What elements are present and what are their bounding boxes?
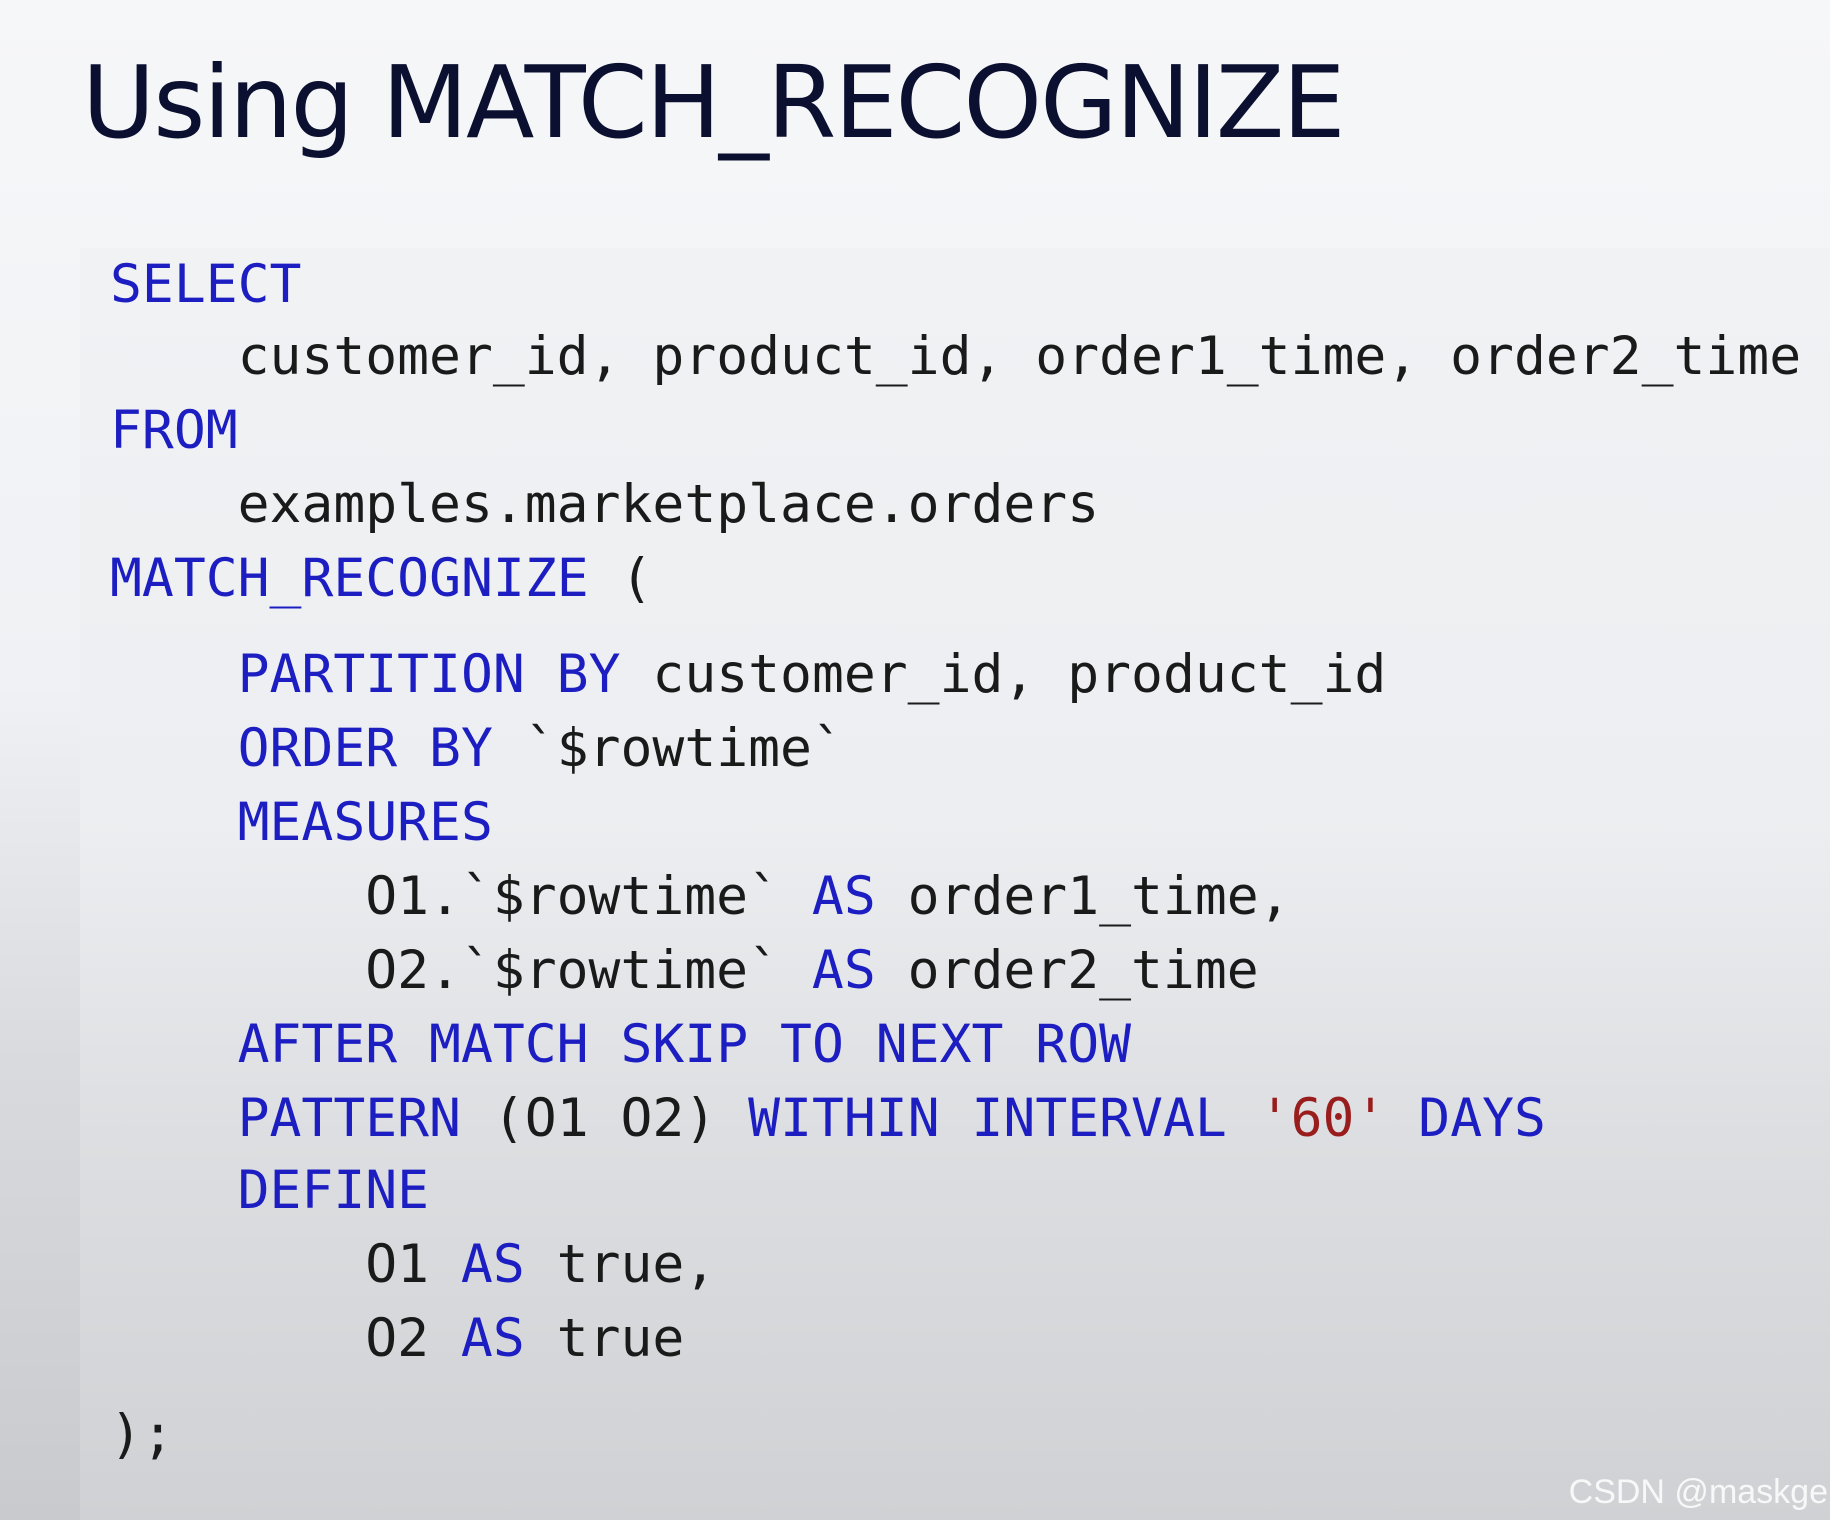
code-line: DEFINE <box>238 1154 429 1228</box>
sql-text: O1.`$rowtime` <box>365 866 812 927</box>
sql-keyword: AS <box>811 940 876 1001</box>
sql-keyword: FROM <box>110 400 238 461</box>
sql-string: '60' <box>1258 1088 1387 1149</box>
sql-text: `$rowtime` <box>492 718 844 779</box>
sql-text <box>1227 1088 1259 1149</box>
code-line: FROM <box>110 394 238 468</box>
code-line: customer_id, product_id, order1_time, or… <box>238 320 1802 394</box>
code-line: O1 AS true, <box>365 1228 716 1302</box>
sql-keyword: AS <box>460 1308 525 1369</box>
code-line: PATTERN (O1 O2) WITHIN INTERVAL '60' DAY… <box>238 1082 1546 1156</box>
code-block: SELECT customer_id, product_id, order1_ti… <box>80 248 1830 1520</box>
sql-text: ); <box>110 1404 174 1465</box>
code-line: AFTER MATCH SKIP TO NEXT ROW <box>238 1008 1131 1082</box>
sql-keyword: SELECT <box>110 254 302 315</box>
sql-text: customer_id, product_id <box>620 644 1387 705</box>
code-line: O1.`$rowtime` AS order1_time, <box>365 860 1290 934</box>
sql-text: order1_time, <box>875 866 1291 927</box>
code-line: O2.`$rowtime` AS order2_time <box>365 934 1258 1008</box>
sql-text: true, <box>524 1234 717 1295</box>
sql-keyword: PARTITION BY <box>237 644 621 705</box>
sql-keyword: WITHIN INTERVAL <box>748 1088 1227 1149</box>
sql-keyword: PATTERN <box>237 1088 461 1149</box>
code-line: MEASURES <box>238 786 493 860</box>
sql-text: O2 <box>365 1308 461 1369</box>
code-line: SELECT <box>110 248 301 322</box>
sql-keyword: DAYS <box>1418 1088 1546 1149</box>
sql-text: order2_time <box>875 940 1259 1001</box>
sql-text: true <box>524 1308 685 1369</box>
sql-keyword: MATCH_RECOGNIZE <box>110 548 589 609</box>
code-line: O2 AS true <box>365 1302 684 1376</box>
code-line: ); <box>110 1398 174 1472</box>
sql-text <box>1386 1088 1418 1149</box>
sql-keyword: ORDER BY <box>237 718 493 779</box>
sql-text: O1 <box>365 1234 461 1295</box>
sql-keyword: AFTER MATCH SKIP TO NEXT ROW <box>237 1014 1132 1075</box>
sql-keyword: AS <box>811 866 876 927</box>
sql-text: (O1 O2) <box>460 1088 749 1149</box>
sql-text: examples.marketplace.orders <box>237 474 1100 535</box>
sql-text: O2.`$rowtime` <box>365 940 812 1001</box>
code-line: MATCH_RECOGNIZE ( <box>110 542 652 616</box>
sql-text: customer_id, product_id, order1_time, or… <box>237 326 1802 387</box>
code-line: PARTITION BY customer_id, product_id <box>238 638 1387 712</box>
code-line: ORDER BY `$rowtime` <box>238 712 844 786</box>
sql-text: ( <box>588 548 653 609</box>
slide-title: Using MATCH_RECOGNIZE <box>82 44 1346 161</box>
watermark: CSDN @maskge <box>1568 1473 1828 1511</box>
code-line: examples.marketplace.orders <box>238 468 1100 542</box>
sql-keyword: DEFINE <box>237 1160 430 1221</box>
sql-keyword: MEASURES <box>237 792 493 853</box>
sql-keyword: AS <box>460 1234 525 1295</box>
